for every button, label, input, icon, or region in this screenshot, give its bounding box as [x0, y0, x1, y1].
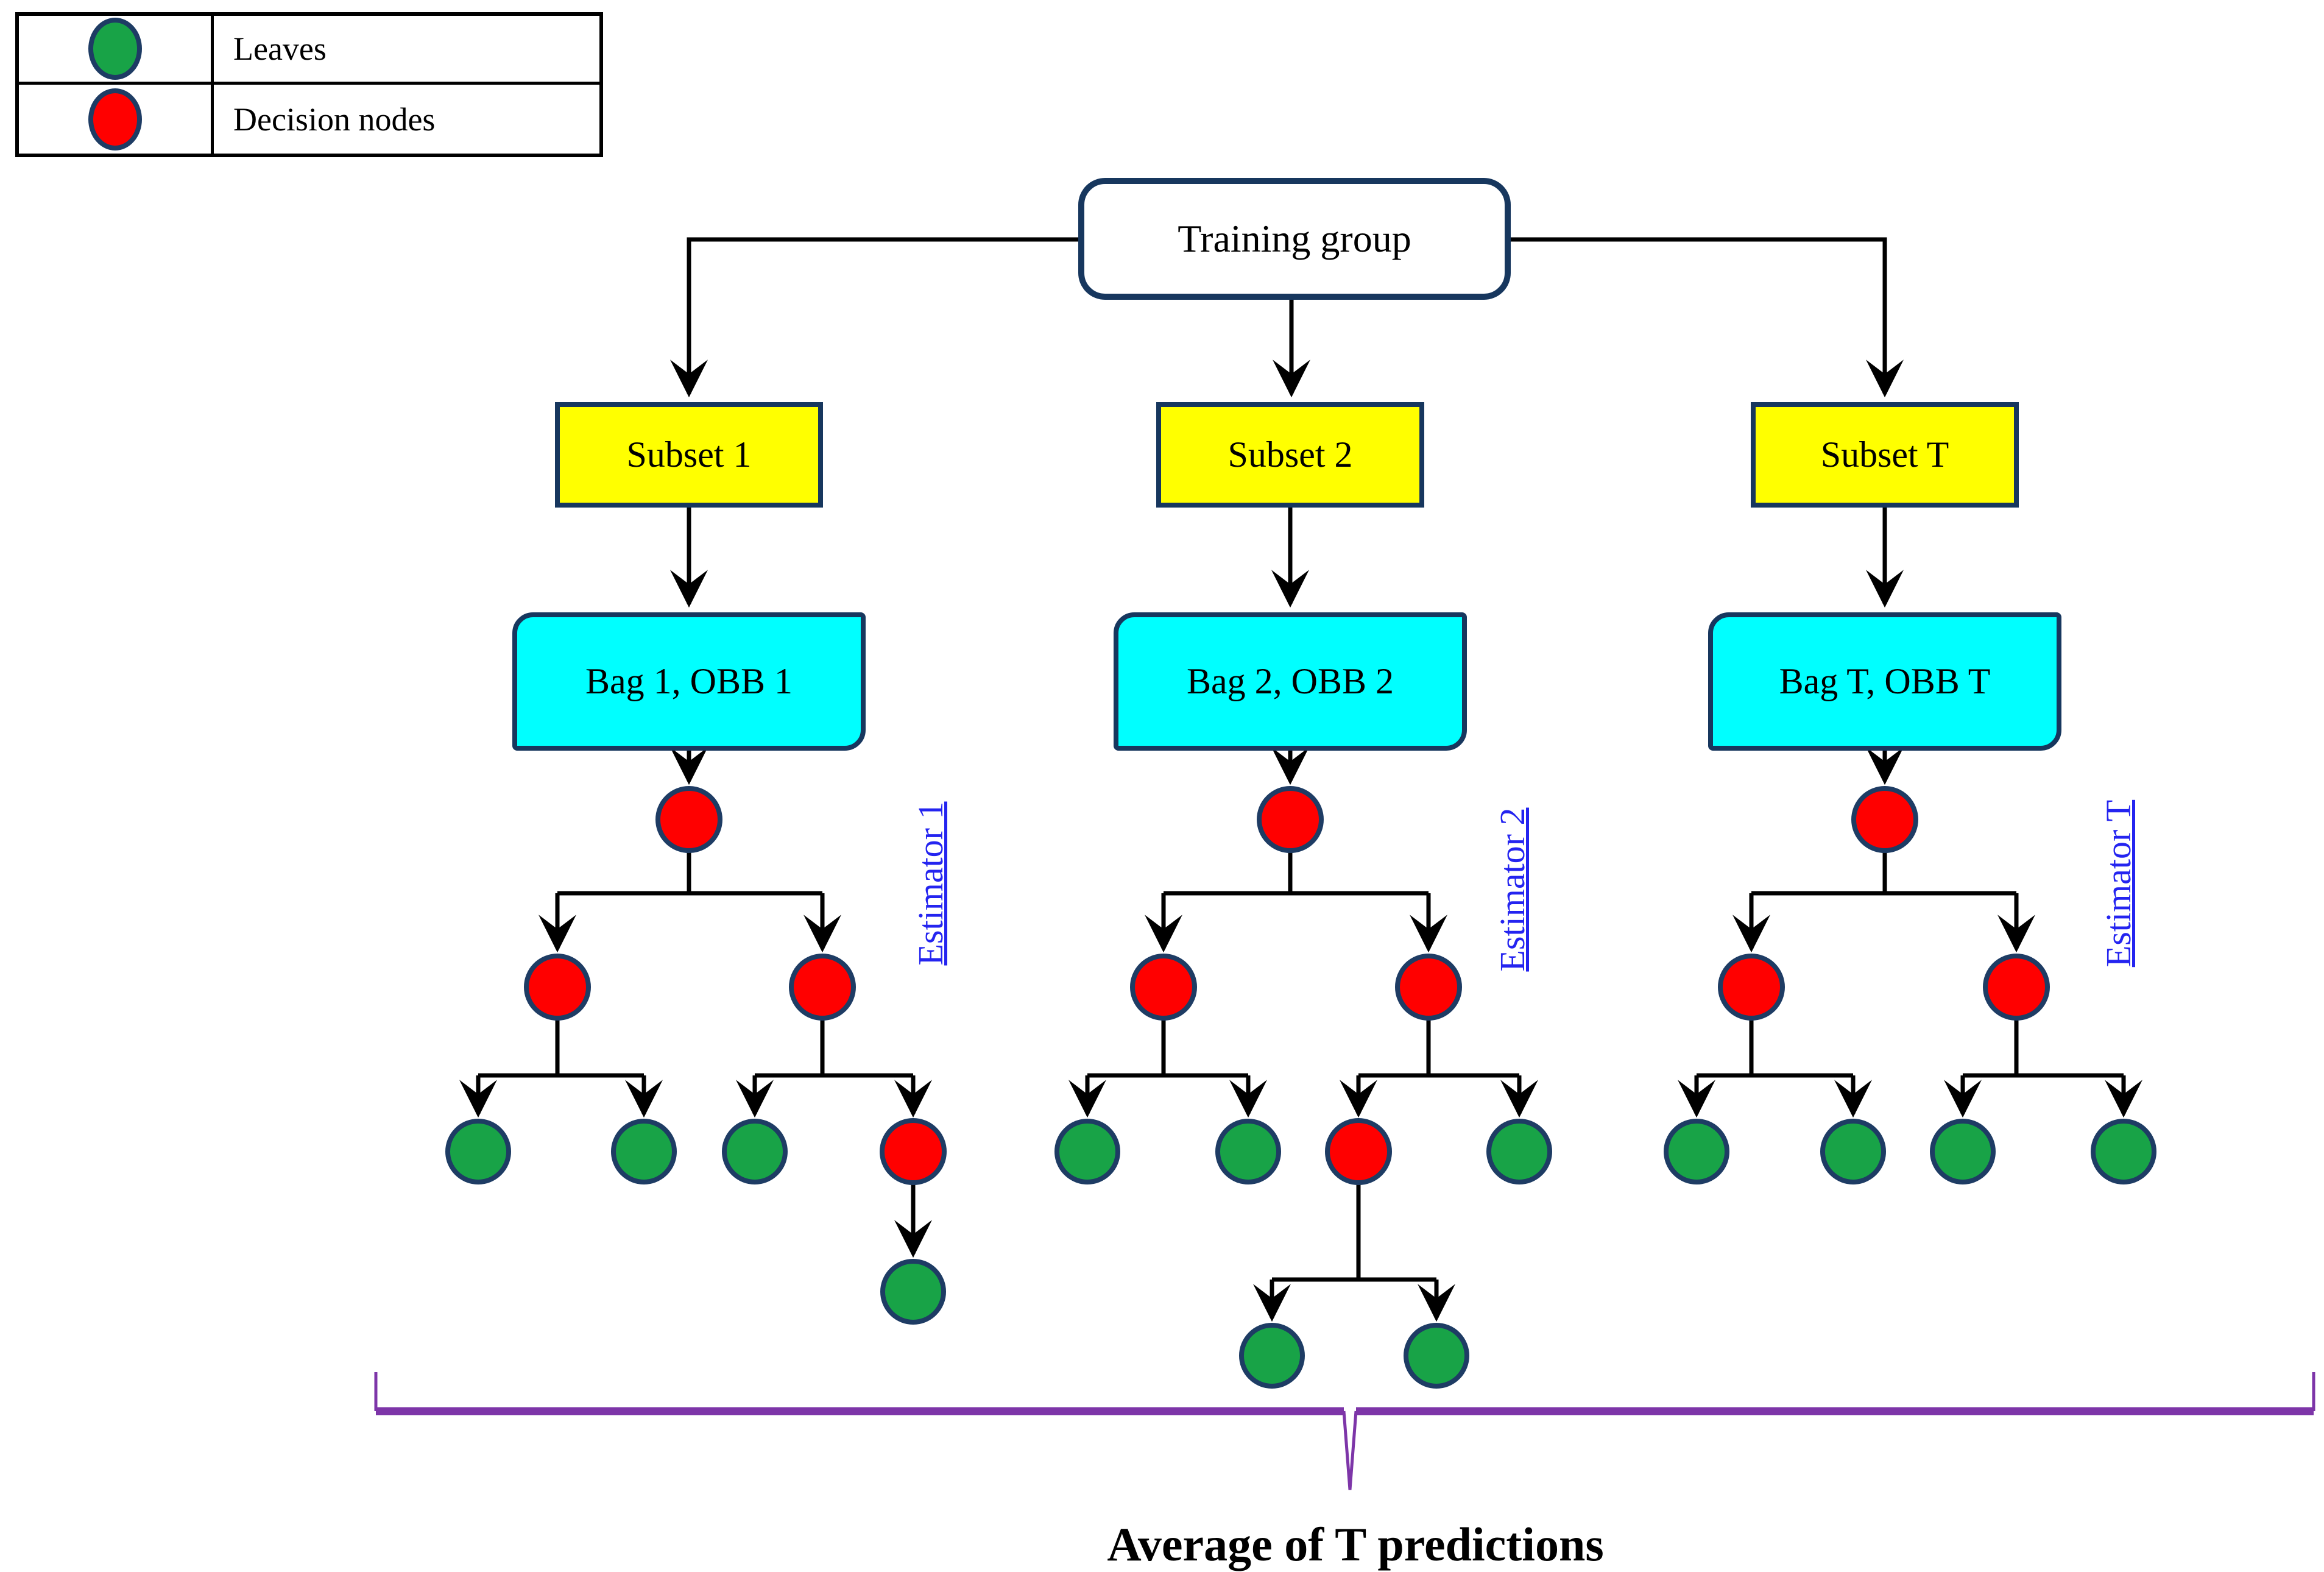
decision-node — [1257, 786, 1324, 853]
subset-1-box: Subset 1 — [555, 402, 823, 508]
leaf-node-icon — [88, 18, 142, 80]
bag-1-box: Bag 1, OBB 1 — [512, 612, 866, 751]
tree2-deep-split — [1272, 1183, 1436, 1282]
tree3-right-split — [1963, 1018, 2124, 1078]
connector-training-to-subset1 — [670, 237, 1078, 398]
training-group-box: Training group — [1078, 178, 1511, 300]
estimator-1-label: Estimator 1 — [910, 801, 950, 966]
leaf-node — [1404, 1323, 1469, 1389]
legend-label: Leaves — [233, 30, 327, 67]
subset-t-box: Subset T — [1751, 402, 2019, 508]
tree1-right-split — [755, 1018, 913, 1078]
estimator-2-label: Estimator 2 — [1492, 807, 1532, 972]
tree3-root-split — [1751, 851, 2016, 896]
tree3-left-split — [1697, 1018, 1853, 1078]
tree2-left-split — [1087, 1018, 1248, 1078]
subset-2-box: Subset 2 — [1156, 402, 1424, 508]
legend: Leaves Decision nodes — [15, 12, 603, 157]
legend-swatch-cell — [19, 16, 214, 85]
caption: Average of T predictions — [1107, 1518, 1604, 1571]
subset-t-label: Subset T — [1820, 434, 1949, 475]
leaf-node — [1820, 1119, 1886, 1184]
legend-label: Decision nodes — [233, 101, 436, 138]
leaf-node — [722, 1119, 788, 1184]
decision-node — [1718, 954, 1785, 1021]
leaf-node — [1930, 1119, 1996, 1184]
bag-2-box: Bag 2, OBB 2 — [1114, 612, 1467, 751]
legend-swatch-cell — [19, 85, 214, 154]
leaf-node — [2091, 1119, 2156, 1184]
decision-node — [1395, 954, 1462, 1021]
brace-ends — [374, 1372, 2315, 1490]
decision-node — [655, 786, 722, 853]
tree1-left-split — [478, 1018, 644, 1078]
leaf-node — [1054, 1119, 1120, 1184]
training-group-label: Training group — [1178, 217, 1411, 260]
legend-label-decision-nodes: Decision nodes — [214, 85, 599, 154]
bag-1-label: Bag 1, OBB 1 — [585, 661, 793, 701]
tree2-right-split — [1358, 1018, 1519, 1078]
leaf-node — [1215, 1119, 1281, 1184]
decision-node — [1983, 954, 2050, 1021]
leaf-node — [611, 1119, 677, 1184]
tree1-root-split — [557, 851, 822, 896]
tree2-root-split — [1164, 851, 1429, 896]
subset-1-label: Subset 1 — [626, 434, 752, 475]
decision-node-icon — [88, 88, 142, 150]
decision-node — [1130, 954, 1197, 1021]
bag-t-box: Bag T, OBB T — [1708, 612, 2061, 751]
legend-label-leaves: Leaves — [214, 16, 599, 85]
decision-node — [880, 1118, 947, 1185]
decision-node — [1851, 786, 1918, 853]
leaf-node — [1664, 1119, 1729, 1184]
leaf-node — [445, 1119, 511, 1184]
subset-2-label: Subset 2 — [1227, 434, 1353, 475]
decision-node — [789, 954, 856, 1021]
decision-node — [524, 954, 591, 1021]
leaf-node — [880, 1259, 946, 1325]
connector-training-to-subset-t — [1511, 237, 1904, 398]
leaf-node — [1239, 1323, 1305, 1389]
bag-t-label: Bag T, OBB T — [1779, 661, 1991, 701]
decision-node — [1325, 1118, 1392, 1185]
estimator-t-label: Estimator T — [2098, 799, 2138, 968]
bag-2-label: Bag 2, OBB 2 — [1186, 661, 1394, 701]
leaf-node — [1486, 1119, 1552, 1184]
